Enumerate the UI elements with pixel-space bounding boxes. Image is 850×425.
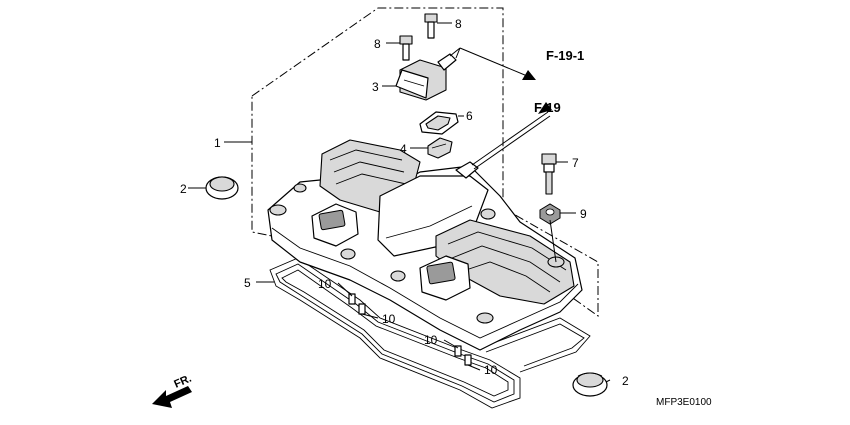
- grommet: [419, 111, 459, 135]
- callout-2-left: 2: [180, 182, 187, 196]
- callout-4: 4: [400, 142, 407, 156]
- callout-10-d: 10: [484, 363, 498, 377]
- breather-valve-assembly: [395, 47, 461, 101]
- reference-arrow-f19-1: [459, 47, 536, 80]
- cylinder-head-cover: [267, 111, 583, 351]
- callout-7: 7: [572, 156, 579, 170]
- oil-filler-cap-right: [572, 372, 608, 397]
- valve-seal: [427, 137, 453, 159]
- callout-6: 6: [466, 109, 473, 123]
- callout-10-c: 10: [424, 333, 438, 347]
- callout-8-left: 8: [374, 37, 381, 51]
- callout-3: 3: [372, 80, 379, 94]
- sealing-washer: [539, 203, 561, 225]
- oil-filler-cap-left: [205, 176, 239, 200]
- callout-10-a: 10: [318, 277, 332, 291]
- bolt-left: [399, 35, 413, 61]
- callout-10-b: 10: [382, 312, 396, 326]
- diagram-code: MFP3E0100: [656, 397, 712, 408]
- reference-f19: F-19: [534, 100, 561, 115]
- special-bolt: [541, 153, 557, 195]
- front-direction-arrow: [152, 386, 192, 408]
- callout-2-right: 2: [622, 374, 629, 388]
- front-direction-label: FR.: [172, 373, 193, 391]
- callout-1: 1: [214, 136, 221, 150]
- reference-f19-1: F-19-1: [546, 48, 584, 63]
- leader-lines: [188, 22, 611, 383]
- dowel-pins: [348, 293, 472, 366]
- callout-5: 5: [244, 276, 251, 290]
- bolt-upper: [424, 13, 438, 39]
- callout-8-upper: 8: [455, 17, 462, 31]
- callout-9: 9: [580, 207, 587, 221]
- reference-arrow-f19: [538, 102, 552, 114]
